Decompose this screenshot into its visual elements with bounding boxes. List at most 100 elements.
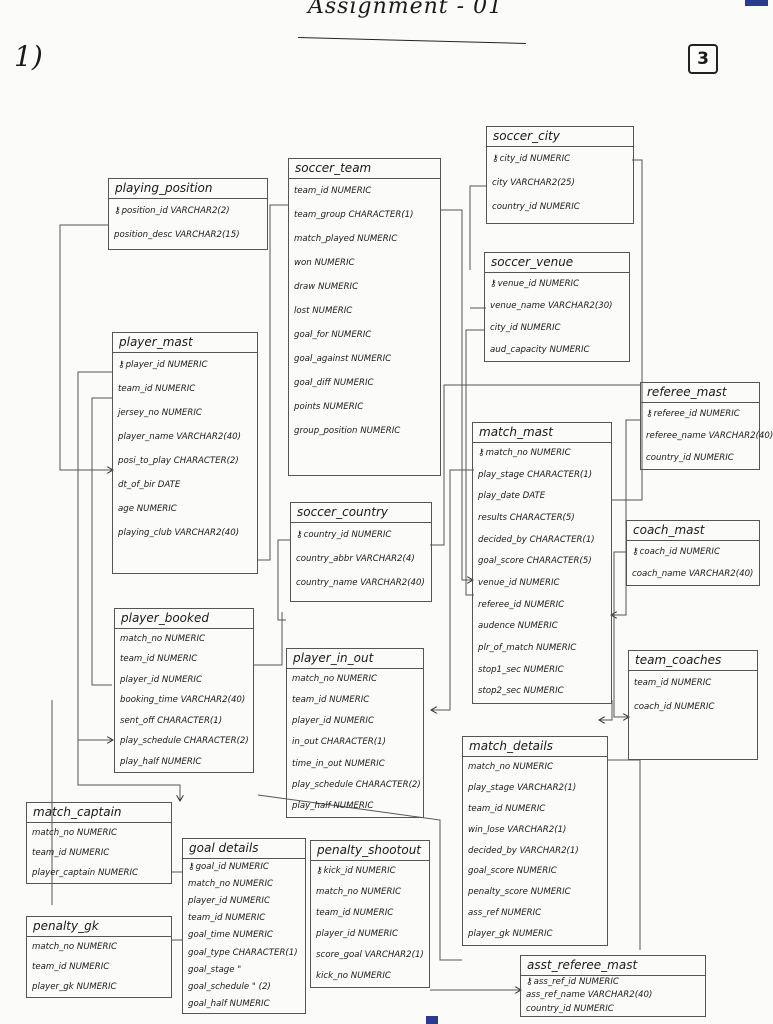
entity-title: soccer_country <box>291 503 431 523</box>
page-edge-mark <box>426 1016 438 1024</box>
connector-line <box>432 469 474 710</box>
entity-field: results CHARACTER(5) <box>478 512 575 523</box>
entity-field: match_no NUMERIC <box>188 879 273 890</box>
entity-field: match_no NUMERIC <box>292 674 377 684</box>
entity-field: match_no NUMERIC <box>32 942 117 952</box>
entity-title: penalty_shootout <box>311 841 429 861</box>
entity-field: booking_time VARCHAR2(40) <box>120 695 246 706</box>
entity-title: goal details <box>183 839 305 859</box>
entity-field: player_gk NUMERIC <box>32 982 117 992</box>
entity-field: coach_id NUMERIC <box>634 702 715 712</box>
connector-line <box>440 209 472 580</box>
entity-field: country_name VARCHAR2(40) <box>296 578 425 588</box>
entity-field: won NUMERIC <box>294 258 355 268</box>
entity-field: match_no NUMERIC <box>32 828 117 838</box>
entity-field: position_desc VARCHAR2(15) <box>114 230 240 240</box>
entity-title: coach_mast <box>627 521 759 541</box>
entity-field: playing_club VARCHAR2(40) <box>118 528 240 538</box>
entity-field: goal_stage " <box>188 964 242 975</box>
entity-field: match_no NUMERIC <box>120 634 205 644</box>
connector-line <box>277 539 290 621</box>
entity-field: city_id NUMERIC <box>487 147 633 171</box>
entity-title: team_coaches <box>629 651 757 671</box>
entity-field: aud_capacity NUMERIC <box>490 345 590 355</box>
entity-field: city_id NUMERIC <box>490 323 561 333</box>
entity-field: kick_no NUMERIC <box>316 971 391 981</box>
entity-field: group_position NUMERIC <box>294 426 401 436</box>
connector-line <box>600 700 613 720</box>
entity-field: coach_name VARCHAR2(40) <box>632 569 754 579</box>
connector-line <box>91 397 112 686</box>
entity-penalty-shootout: penalty_shootout kick_id NUMERICmatch_no… <box>310 840 430 988</box>
entity-field: player_gk NUMERIC <box>468 929 553 939</box>
entity-soccer-city: soccer_city city_id NUMERIC city VARCHAR2… <box>486 126 634 224</box>
entity-soccer-venue: soccer_venue venue_id NUMERICvenue_name … <box>484 252 630 362</box>
entity-field: score_goal VARCHAR2(1) <box>316 950 424 960</box>
entity-field: decided_by VARCHAR2(1) <box>468 845 579 856</box>
connector-line <box>59 224 112 470</box>
connector-line <box>430 384 640 546</box>
entity-playing-position: playing_position position_id VARCHAR2(2)… <box>108 178 268 250</box>
entity-field: audence NUMERIC <box>478 621 558 632</box>
connector-line <box>613 551 628 717</box>
entity-title: soccer_venue <box>485 253 629 273</box>
entity-field: decided_by CHARACTER(1) <box>478 534 595 545</box>
entity-field: goal_type CHARACTER(1) <box>188 947 298 958</box>
question-number: 1) <box>14 40 43 73</box>
entity-field: team_group CHARACTER(1) <box>294 210 414 220</box>
entity-title: referee_mast <box>641 383 759 403</box>
entity-field: team_id NUMERIC <box>32 962 110 972</box>
entity-field: player_id NUMERIC <box>316 929 398 939</box>
entity-title: asst_referee_mast <box>521 956 705 976</box>
entity-field: player_id NUMERIC <box>120 674 202 685</box>
entity-field: draw NUMERIC <box>294 282 359 292</box>
entity-field: referee_id NUMERIC <box>641 403 759 425</box>
entity-field: match_played NUMERIC <box>294 234 398 244</box>
connector-line <box>612 419 640 615</box>
entity-field: country_id NUMERIC <box>646 453 734 463</box>
entity-field: ass_ref NUMERIC <box>468 908 542 919</box>
entity-title: soccer_team <box>289 159 440 179</box>
entity-player-mast: player_mast player_id NUMERIC team_id NUM… <box>112 332 258 574</box>
entity-field: venue_id NUMERIC <box>485 273 629 295</box>
connector-line <box>257 794 462 961</box>
entity-field: team_id NUMERIC <box>468 803 546 814</box>
entity-field: country_id NUMERIC <box>291 523 431 547</box>
entity-field: player_captain NUMERIC <box>32 868 139 878</box>
entity-field: goal_for NUMERIC <box>294 330 372 340</box>
entity-title: playing_position <box>109 179 267 199</box>
entity-field: player_id NUMERIC <box>292 716 374 727</box>
entity-field: win_lose VARCHAR2(1) <box>468 824 567 835</box>
entity-field: play_stage CHARACTER(1) <box>478 469 593 480</box>
connector-line <box>77 371 112 740</box>
entity-field: referee_id NUMERIC <box>478 599 565 610</box>
page-title: Assignment - 01 <box>308 0 504 19</box>
entity-field: lost NUMERIC <box>294 306 353 316</box>
entity-title: player_mast <box>113 333 257 353</box>
entity-field: goal_half NUMERIC <box>188 998 270 1009</box>
entity-field: position_id VARCHAR2(2) <box>109 199 267 223</box>
entity-field: goal_against NUMERIC <box>294 354 392 364</box>
entity-field: player_id NUMERIC <box>113 353 257 377</box>
entity-field: sent_off CHARACTER(1) <box>120 715 223 726</box>
entity-field: coach_id NUMERIC <box>627 541 759 563</box>
entity-title: match_mast <box>473 423 611 443</box>
entity-field: stop2_sec NUMERIC <box>478 686 564 697</box>
entity-field: referee_name VARCHAR2(40) <box>646 431 773 441</box>
entity-field: team_id NUMERIC <box>316 908 394 918</box>
entity-field: play_stage VARCHAR2(1) <box>468 782 577 793</box>
entity-field: play_half NUMERIC <box>120 756 202 767</box>
entity-field: team_id NUMERIC <box>118 384 196 394</box>
entity-field: country_id NUMERIC <box>492 202 580 212</box>
entity-field: goal_time NUMERIC <box>188 930 273 941</box>
entity-field: city VARCHAR2(25) <box>492 178 575 188</box>
entity-title: soccer_city <box>487 127 633 147</box>
